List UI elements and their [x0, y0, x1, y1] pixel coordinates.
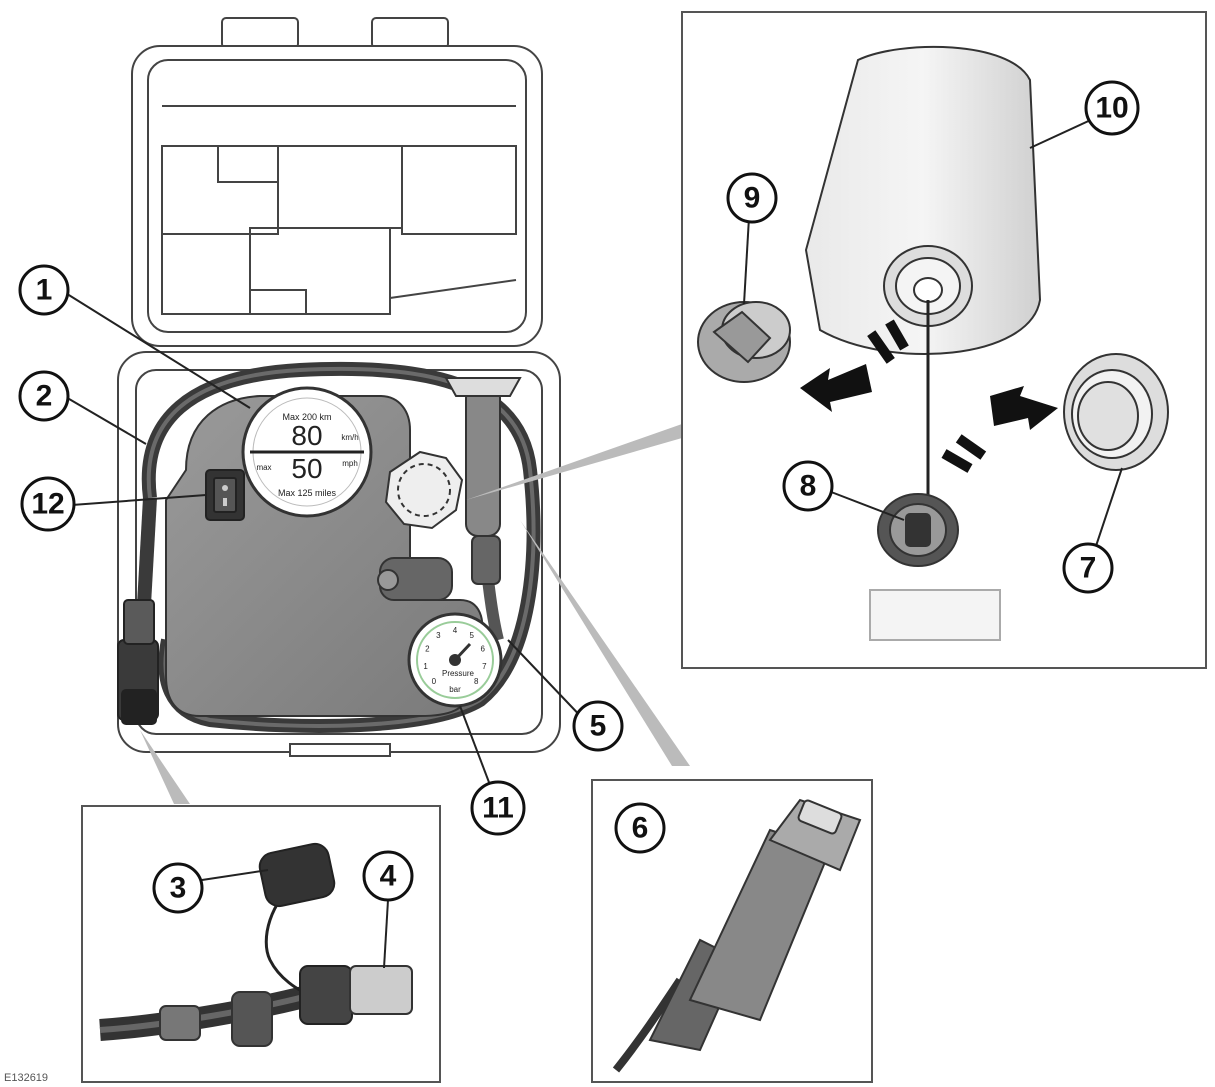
pressure-gauge-tick: 1 [423, 662, 428, 671]
speed-label-top: Max 200 km [282, 412, 331, 422]
pressure-gauge-tick: 4 [453, 626, 458, 635]
callout-11-label: 11 [482, 792, 514, 825]
pressure-gauge-tick: 2 [425, 645, 430, 654]
callout-7: 7 [1062, 542, 1114, 594]
sealant-bottle [804, 45, 1042, 355]
valve-adapter [349, 965, 413, 1015]
callout-11: 11 [470, 780, 526, 836]
callout-4: 4 [362, 850, 414, 902]
sealant-bottle-panel [466, 11, 1207, 669]
valve-coupling [299, 965, 353, 1025]
pressure-gauge-tick: 7 [482, 662, 487, 671]
callout-9-label: 9 [744, 182, 761, 215]
speed-label-mph-prefix: max [256, 463, 271, 472]
callout-3-label: 3 [170, 872, 187, 905]
callout-8-label: 8 [800, 470, 817, 503]
callout-5-label: 5 [590, 710, 607, 743]
pressure-gauge-label: Pressure [442, 669, 475, 678]
power-plug-panel [520, 520, 873, 1083]
compressor-sealant-port [869, 493, 1001, 641]
remove-cap-arrow [800, 319, 909, 412]
callout-3: 3 [152, 862, 204, 914]
pressure-gauge-tick: 5 [469, 631, 474, 640]
callouts: 1 2 3 4 5 6 7 8 [18, 80, 1140, 914]
callout-10-label: 10 [1095, 92, 1128, 125]
speed-warning-label: Max 200 km 80 km/h max 50 mph Max 125 mi… [241, 386, 373, 518]
pressure-gauge-tick: 6 [480, 645, 485, 654]
callout-12: 12 [20, 476, 76, 532]
dust-cap [258, 842, 336, 908]
sealant-port-cap [377, 450, 464, 601]
power-switch [205, 469, 245, 521]
power-cable [444, 377, 522, 642]
callout-5: 5 [572, 700, 624, 752]
speed-label-mph: 50 [291, 453, 322, 484]
callout-4-label: 4 [380, 860, 397, 893]
pressure-gauge-ticks: 01 23 4 56 78 [423, 626, 487, 686]
callout-2: 2 [18, 370, 70, 422]
speed-label-kmh: 80 [291, 420, 322, 451]
callout-9: 9 [726, 172, 778, 224]
speed-label-bottom: Max 125 miles [278, 488, 337, 498]
callout-12-label: 12 [31, 488, 64, 521]
callout-7-label: 7 [1080, 552, 1097, 585]
pressure-gauge: 01 23 4 56 78 Pressure bar [407, 612, 503, 708]
speed-label-mph-unit: mph [342, 459, 358, 468]
figure-reference: E132619 [4, 1072, 49, 1084]
pressure-gauge-tick: 8 [474, 677, 479, 686]
callout-2-label: 2 [36, 380, 53, 413]
bottle-cap [697, 301, 791, 383]
pressure-gauge-unit: bar [449, 685, 461, 694]
callout-8: 8 [782, 460, 834, 512]
valve-connector-panel [81, 730, 441, 1083]
callout-1: 1 [18, 264, 70, 316]
cigarette-lighter-plug [648, 798, 862, 1052]
move-cover-arrow [941, 386, 1058, 473]
pressure-gauge-tick: 0 [432, 677, 437, 686]
callout-6-label: 6 [632, 812, 649, 845]
callout-6: 6 [614, 802, 666, 854]
speed-label-kmh-unit: km/h [341, 433, 358, 442]
callout-1-label: 1 [36, 274, 53, 307]
port-cover [1063, 353, 1169, 471]
pressure-gauge-tick: 3 [436, 631, 441, 640]
callout-10: 10 [1084, 80, 1140, 136]
hose-valve-connector [117, 599, 159, 725]
